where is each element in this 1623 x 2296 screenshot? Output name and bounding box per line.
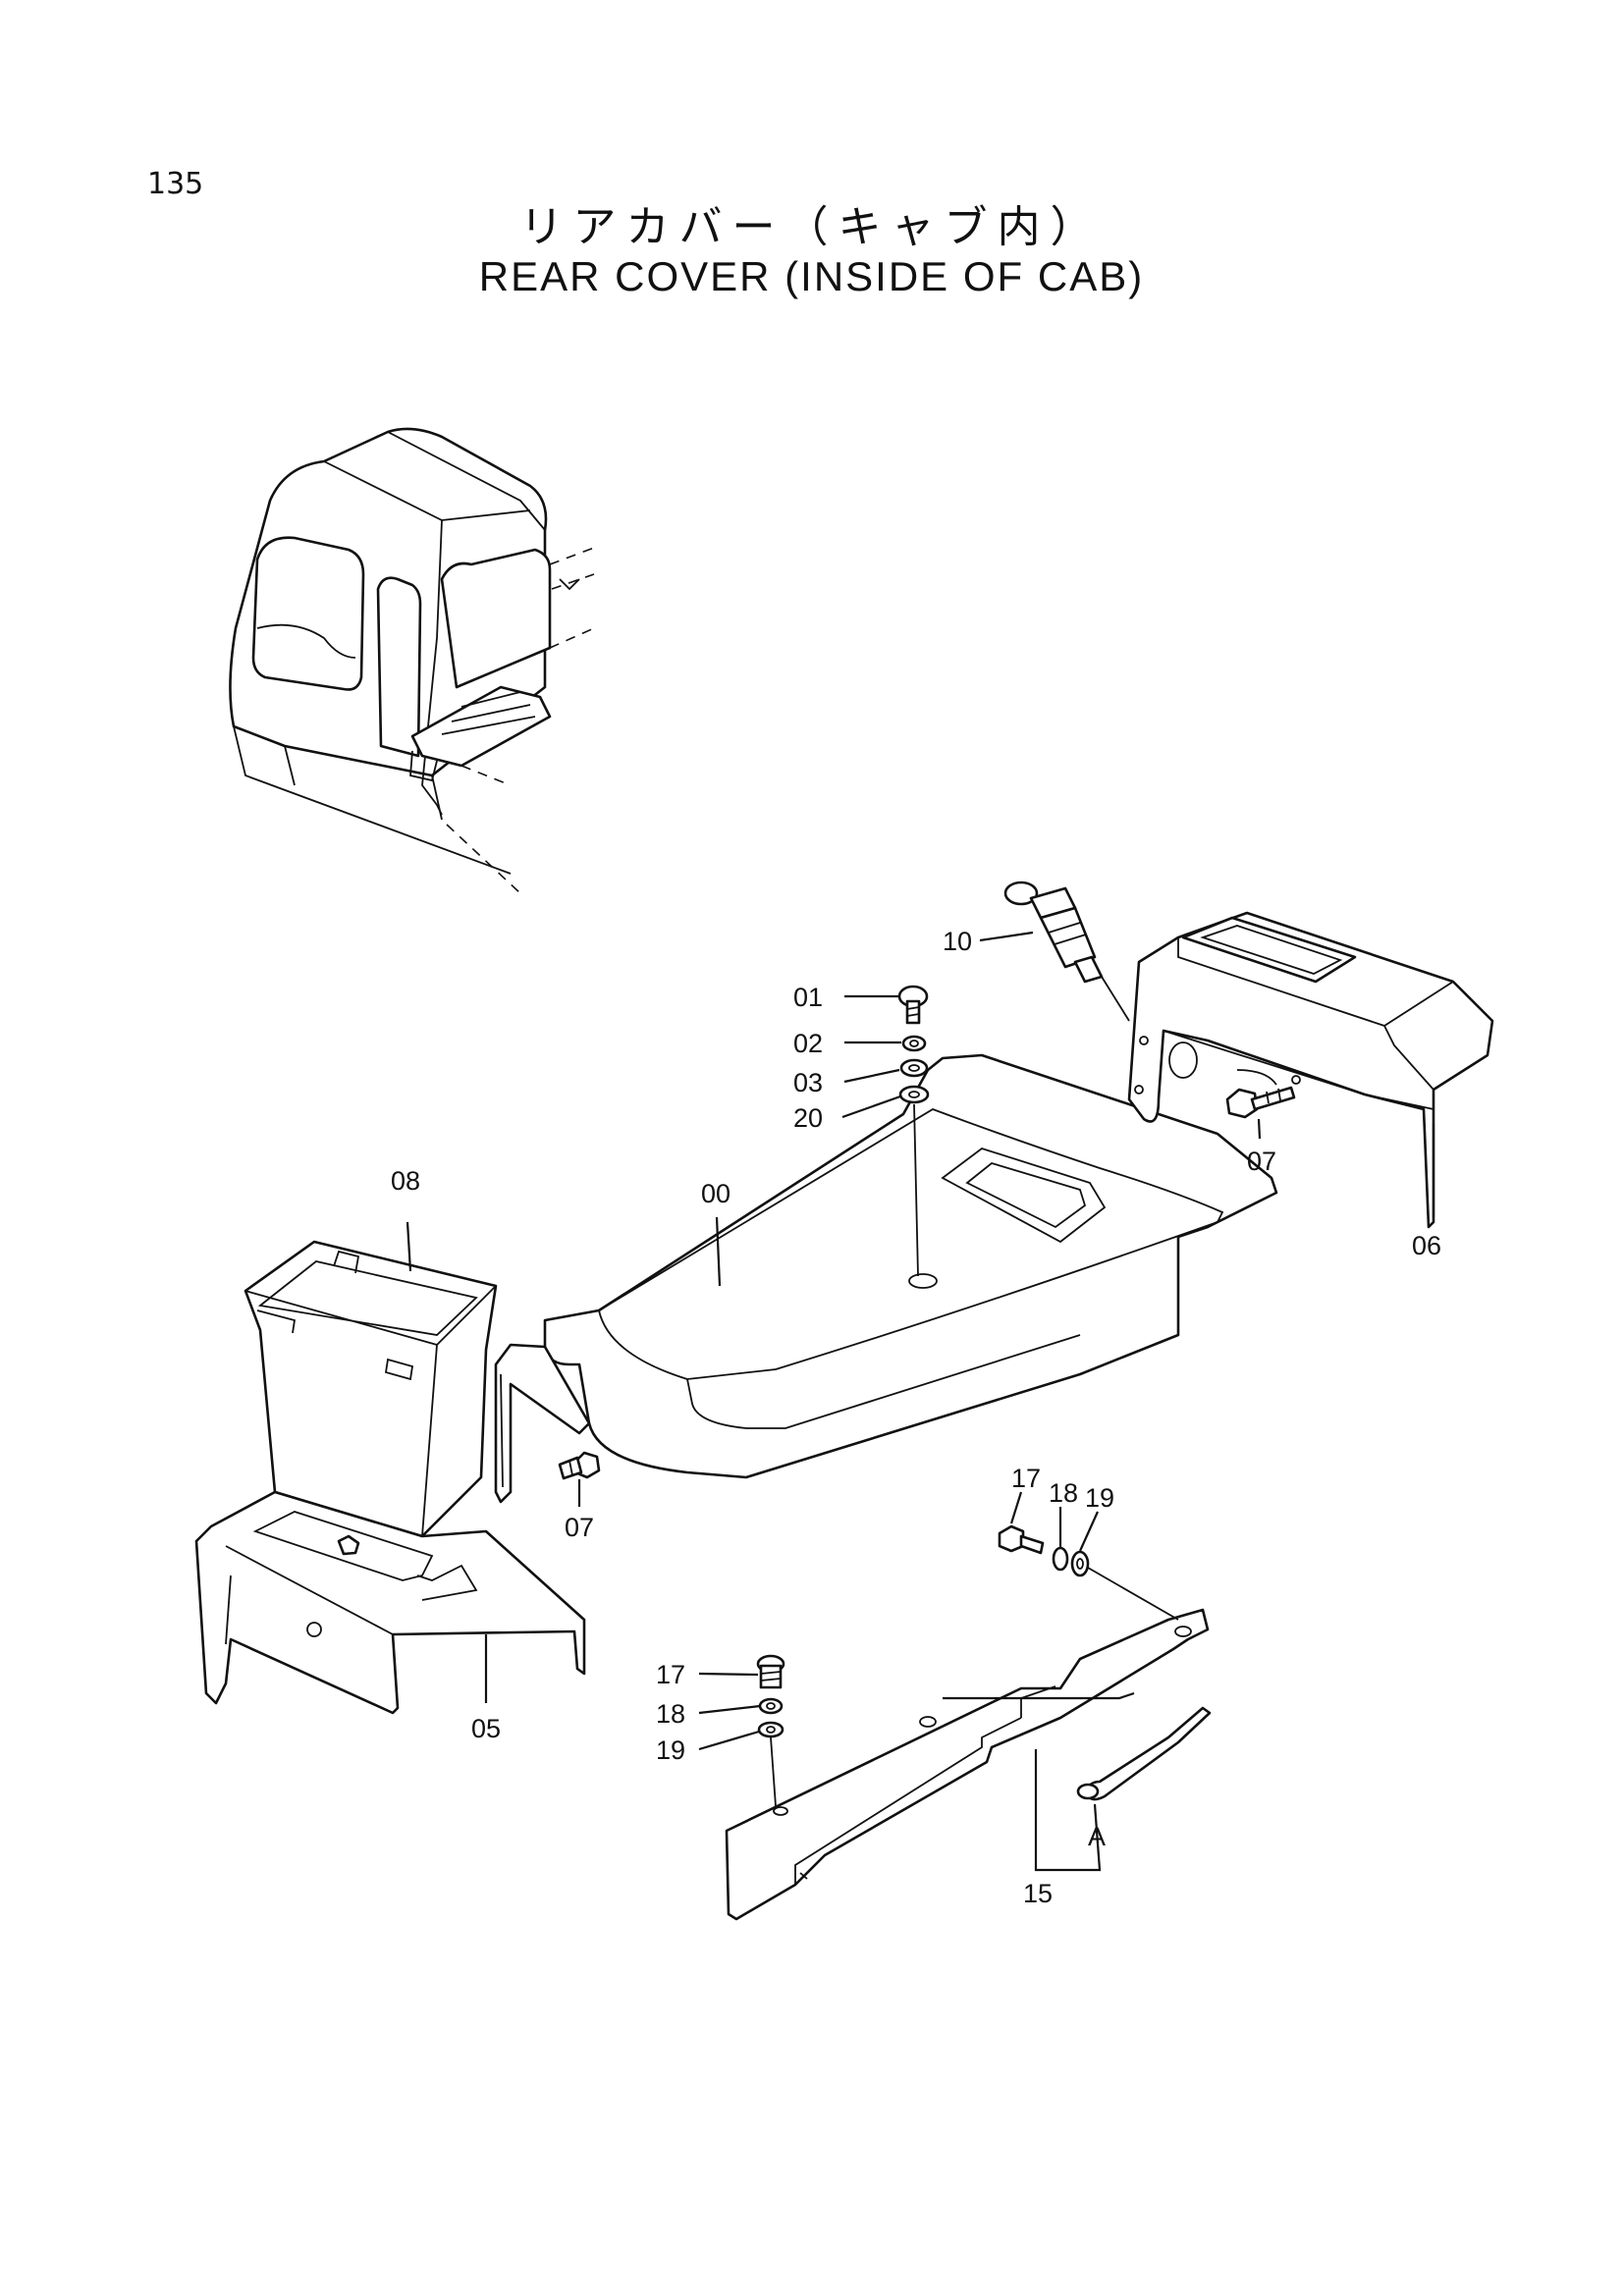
part-08-storage-box — [243, 1240, 498, 1538]
callout-18-lower: 18 — [656, 1699, 685, 1729]
callout-00: 00 — [701, 1179, 730, 1208]
part-19-washer-lower — [757, 1721, 784, 1738]
callout-A: A — [1088, 1822, 1106, 1851]
part-00-rear-cover-tray — [494, 1053, 1278, 1504]
callout-08: 08 — [391, 1166, 420, 1196]
part-17-bolt-lower — [756, 1654, 785, 1689]
part-10-lock-cylinder — [1003, 881, 1130, 1022]
part-20-washer — [898, 1085, 930, 1104]
callout-17-upper: 17 — [1011, 1464, 1041, 1493]
part-15-cable — [1076, 1706, 1212, 1801]
title-english: REAR COVER (INSIDE OF CAB) — [478, 253, 1145, 299]
part-18-spring-washer-lower — [758, 1697, 784, 1715]
part-07-bolt-upper — [1225, 1075, 1301, 1119]
callout-10: 10 — [943, 927, 972, 956]
callout-06: 06 — [1412, 1231, 1441, 1260]
leader-lines — [406, 931, 1435, 1872]
part-01-screw — [897, 985, 929, 1025]
callout-19-lower: 19 — [656, 1735, 685, 1765]
part-06-right-cover — [1127, 911, 1494, 1229]
part-07-bolt-lower — [558, 1451, 601, 1480]
callout-05: 05 — [471, 1714, 501, 1743]
callout-17-lower: 17 — [656, 1660, 685, 1689]
callout-20: 20 — [793, 1103, 823, 1133]
title-japanese: リアカバー（キャブ内） — [519, 202, 1104, 252]
part-17-bolt-upper — [998, 1524, 1045, 1555]
callout-15: 15 — [1023, 1879, 1053, 1908]
part-15-plate-assembly — [725, 1608, 1210, 1921]
callout-18-upper: 18 — [1049, 1478, 1078, 1508]
callout-02: 02 — [793, 1029, 823, 1058]
callout-07-upper: 07 — [1247, 1147, 1276, 1176]
part-02-spring-washer — [901, 1035, 927, 1052]
part-18-spring-washer-upper — [1052, 1546, 1069, 1572]
callout-07-lower: 07 — [565, 1513, 594, 1542]
cab-overview-illustration — [229, 427, 595, 894]
callout-01: 01 — [793, 983, 823, 1012]
callout-03: 03 — [793, 1068, 823, 1097]
part-19-washer-upper — [1070, 1550, 1090, 1577]
part-03-washer — [899, 1058, 929, 1078]
page-number: 135 — [147, 167, 204, 201]
part-05-left-cover — [194, 1490, 586, 1715]
callout-19-upper: 19 — [1085, 1483, 1114, 1513]
